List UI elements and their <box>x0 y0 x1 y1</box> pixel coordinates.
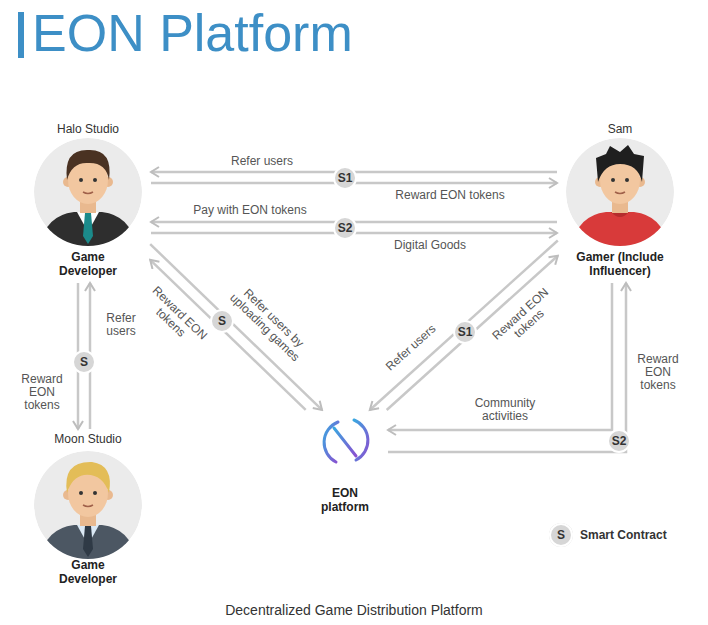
legend-text: Smart Contract <box>580 528 667 542</box>
avatar-space <box>28 446 148 558</box>
drawing-part <box>66 150 109 180</box>
person-node: SamGamer (Include Influencer) <box>560 122 680 280</box>
gamer-avatar <box>566 138 674 252</box>
edge-label: Reward EON tokens <box>16 373 68 412</box>
edge-label: Pay with EON tokens <box>193 204 306 217</box>
drawing-part <box>66 462 110 493</box>
drawing-part <box>615 192 625 194</box>
developer-avatar <box>34 138 142 252</box>
avatar-space <box>560 136 680 250</box>
drawing-part <box>83 526 93 557</box>
edge-label: Reward EON tokens <box>490 285 561 352</box>
title-bar <box>18 12 24 58</box>
drawing-part <box>34 138 142 252</box>
drawing-part <box>79 178 83 182</box>
drawing-part <box>572 212 668 252</box>
smart-contract-marker: S <box>549 523 573 547</box>
edge-label: Refer users <box>376 316 446 381</box>
drawing-part <box>83 213 93 244</box>
diagram-caption: Decentralized Game Distribution Platform <box>0 601 708 619</box>
avatar-space <box>28 136 148 250</box>
node-name: Game Developer <box>48 250 128 278</box>
edge-label: Reward EON tokens <box>631 353 685 392</box>
edge-label: Community activities <box>465 397 545 423</box>
drawing-part <box>83 192 93 194</box>
drawing-part <box>611 178 615 182</box>
node-name: Gamer (Include Influencer) <box>561 250 679 278</box>
drawing-part <box>324 422 338 462</box>
smart-contract-marker: S2 <box>607 429 631 453</box>
eon-logo <box>324 420 368 462</box>
smart-contract-marker: S <box>210 309 234 333</box>
drawing-part <box>40 212 136 252</box>
drawing-part <box>79 491 83 495</box>
node-name: EON platform <box>310 486 380 514</box>
node-name: Game Developer <box>48 558 128 586</box>
flow-arrow <box>388 283 612 430</box>
node-heading: Moon Studio <box>28 432 148 446</box>
drawing-part <box>34 451 142 565</box>
diagram-title: EON Platform <box>32 2 353 64</box>
drawing-part <box>93 178 97 182</box>
flow-arrow <box>388 283 626 452</box>
legend-sample <box>549 523 573 547</box>
smart-contract-marker: S2 <box>333 216 357 240</box>
smart-contract-marker: S <box>72 350 96 374</box>
drawing-part <box>93 491 97 495</box>
smart-contract-marker: S1 <box>333 166 357 190</box>
edge-label: Reward EON tokens <box>395 189 504 202</box>
developer-avatar <box>34 451 142 565</box>
edge-label: Refer users by uploading games <box>220 275 319 372</box>
drawing-part <box>334 428 356 456</box>
edge-label: Reward EON tokens <box>140 284 210 353</box>
edge-label: Refer users <box>231 155 293 168</box>
node-heading: Sam <box>560 122 680 136</box>
drawing-part <box>566 138 674 252</box>
drawing-part <box>83 505 93 507</box>
person-node: Halo StudioGame Developer <box>28 122 148 280</box>
flow-arrow <box>387 256 558 410</box>
edge-label: Digital Goods <box>394 239 466 252</box>
drawing-part <box>596 145 644 182</box>
smart-contract-marker: S1 <box>453 320 477 344</box>
drawing-part <box>625 178 629 182</box>
node-heading: Halo Studio <box>28 122 148 136</box>
person-node: Moon StudioGame Developer <box>28 432 148 588</box>
edge-label: Refer users <box>96 312 146 338</box>
platform-node: EON platform <box>305 412 385 516</box>
